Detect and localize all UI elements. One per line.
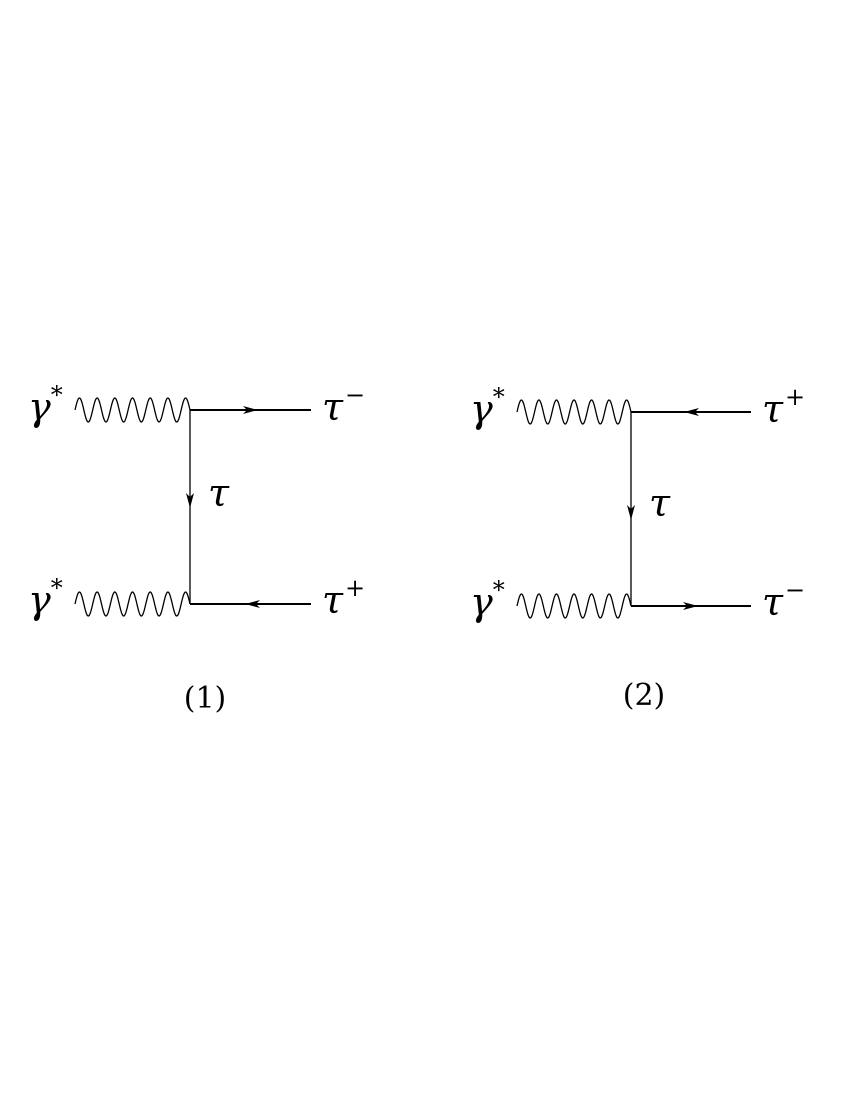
photon-line-bottom [516, 593, 632, 619]
outgoing-label-bottom: τ− [762, 576, 805, 624]
photon-line-top [74, 397, 191, 423]
propagator-arrow-down [627, 505, 635, 520]
photon-label-top: γ* [28, 381, 63, 429]
photon-line-bottom [74, 591, 191, 617]
outgoing-label-top: τ− [322, 381, 365, 429]
diagram-caption: (1) [184, 681, 227, 716]
diagram-2: γ* γ* τ τ+ τ− (2) [470, 383, 805, 713]
diagram-1: γ* γ* τ τ− τ+ (1) [28, 381, 365, 716]
photon-label-bottom: γ* [28, 574, 63, 622]
arrow-right-top [243, 406, 258, 414]
photon-label-bottom: γ* [470, 576, 505, 624]
internal-tau-label: τ [208, 471, 230, 515]
outgoing-label-bottom: τ+ [322, 574, 365, 622]
propagator-arrow-down [186, 493, 194, 508]
arrow-left-top [684, 408, 699, 416]
arrow-left-bottom [245, 600, 260, 608]
photon-label-top: γ* [470, 383, 505, 431]
outgoing-label-top: τ+ [762, 383, 805, 431]
diagram-caption: (2) [623, 678, 666, 713]
photon-line-top [516, 399, 632, 425]
arrow-right-bottom [683, 602, 698, 610]
internal-tau-label: τ [649, 481, 671, 525]
